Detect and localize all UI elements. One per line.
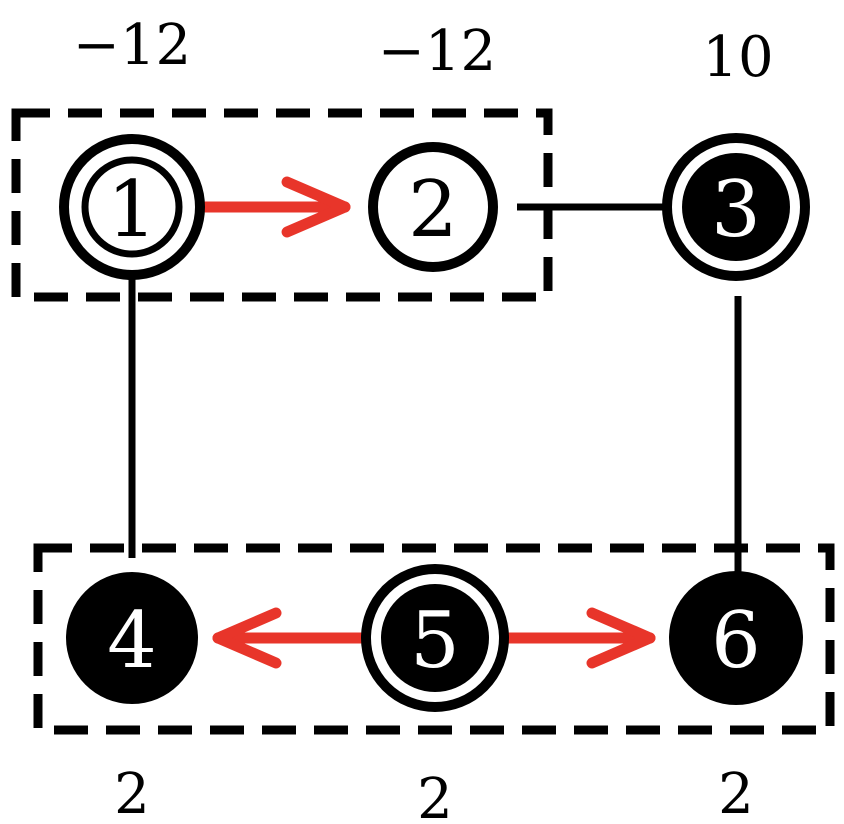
node-4: 4 — [66, 572, 198, 704]
node-3: 3 — [662, 133, 810, 281]
top-weight-2: −12 — [378, 19, 496, 84]
edge-1-2-head — [281, 176, 351, 238]
bottom-weight-5: 2 — [417, 767, 453, 824]
group-box-bottom — [33, 543, 835, 735]
node-5-fill — [381, 584, 489, 692]
node-5-label: 5 — [410, 596, 460, 686]
node-2: 2 — [368, 142, 498, 272]
node-5: 5 — [361, 564, 509, 712]
top-weight-1: −12 — [73, 13, 191, 78]
node-1-label: 1 — [107, 165, 157, 255]
node-4-label: 4 — [107, 596, 157, 686]
bottom-weight-4: 2 — [114, 762, 150, 824]
node-1-inner-ring — [81, 156, 183, 258]
edge-5-4-arrow — [212, 607, 368, 669]
edge-5-4-head — [212, 607, 282, 669]
node-2-label: 2 — [408, 165, 458, 255]
edge-1-2-arrow — [199, 176, 351, 238]
edge-5-6-arrow — [502, 607, 656, 669]
node-4-fill — [66, 572, 198, 704]
bottom-weight-6: 2 — [718, 762, 754, 824]
top-weight-3: 10 — [702, 25, 773, 90]
node-6-label: 6 — [711, 596, 761, 686]
node-2-ring — [368, 142, 498, 272]
node-3-fill — [682, 153, 790, 261]
node-6: 6 — [669, 571, 803, 705]
node-6-fill — [669, 571, 803, 705]
node-3-label: 3 — [711, 165, 761, 255]
node-1: 1 — [59, 134, 205, 280]
edge-5-6-head — [586, 607, 656, 669]
